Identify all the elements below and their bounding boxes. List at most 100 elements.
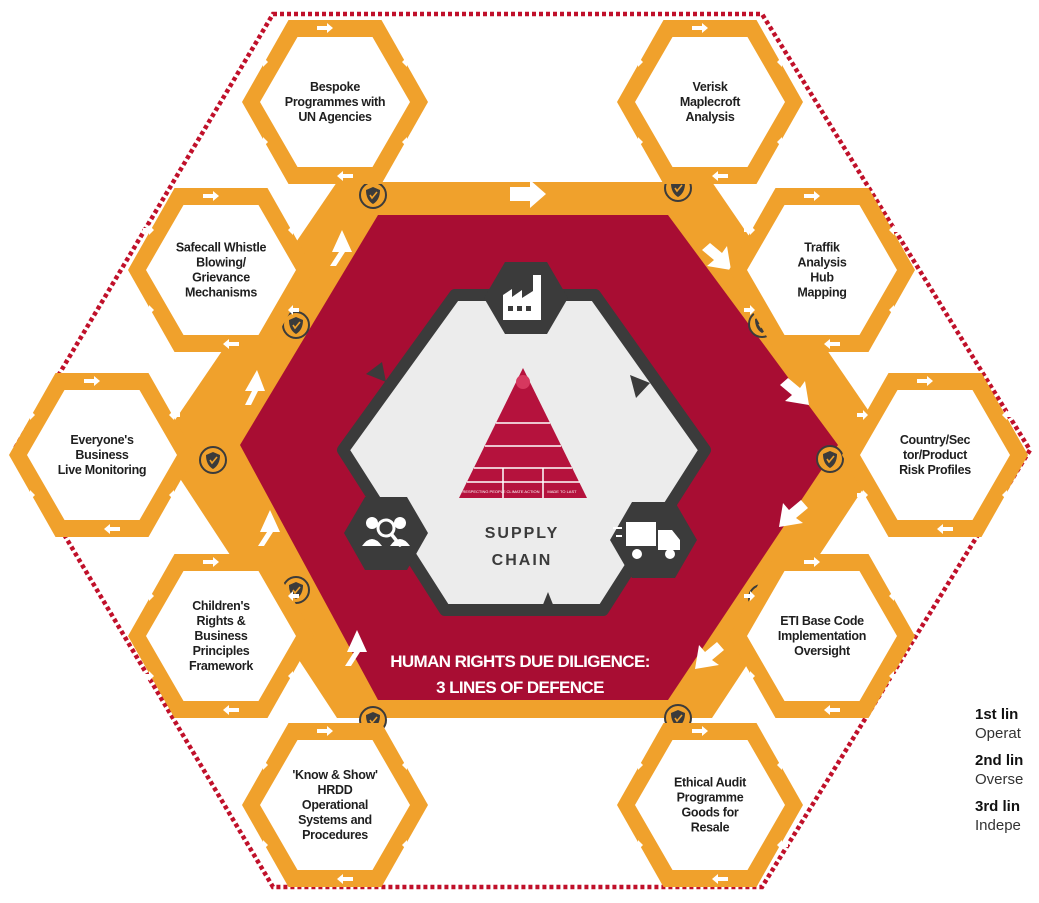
- frame-arrow: [24, 490, 35, 500]
- frame-arrow: [402, 137, 413, 147]
- frame-arrow: [744, 671, 755, 681]
- frame-arrow: [288, 305, 299, 315]
- frame-arrow: [24, 410, 35, 420]
- frame-arrow: [143, 305, 154, 315]
- frame-arrow: [84, 376, 100, 386]
- frame-arrow: [777, 840, 788, 850]
- satellite-body: [146, 571, 296, 701]
- satellite-label-line: Hub: [810, 271, 834, 285]
- satellite-label-line: Everyone's: [70, 433, 134, 447]
- frame-arrow: [143, 225, 154, 235]
- frame-arrow: [1002, 490, 1013, 500]
- frame-arrow: [203, 557, 219, 567]
- cycle-label-line-2: CHAIN: [492, 552, 553, 569]
- pyramid-label-3: MADE TO LAST: [547, 489, 577, 494]
- hrdd-title-line-2: 3 LINES OF DEFENCE: [436, 678, 604, 697]
- frame-arrow: [169, 410, 180, 420]
- frame-arrow: [257, 137, 268, 147]
- ring-arrow-top-right: [702, 243, 731, 270]
- satellite-label-line: Implementation: [778, 629, 866, 643]
- frame-arrow: [257, 57, 268, 67]
- satellite-label-line: Safecall Whistle: [176, 241, 267, 255]
- frame-arrow: [223, 339, 239, 349]
- pyramid-label-2: CLIMATE ACTION: [506, 489, 539, 494]
- satellite-label-line: tor/Product: [903, 448, 968, 462]
- frame-arrow: [804, 557, 820, 567]
- frame-arrow: [712, 874, 728, 884]
- frame-arrow: [257, 760, 268, 770]
- satellite-label-line: Oversight: [794, 644, 851, 658]
- frame-arrow: [777, 57, 788, 67]
- satellite-body: [260, 37, 410, 167]
- frame-arrow: [317, 726, 333, 736]
- satellite-label-line: Operational: [302, 798, 368, 812]
- satellite-body: [260, 740, 410, 870]
- frame-arrow: [143, 591, 154, 601]
- frame-arrow: [917, 376, 933, 386]
- ring-arrow-left-lower: [258, 510, 280, 546]
- frame-arrow: [203, 191, 219, 201]
- legend-subtitle: Operat: [975, 725, 1021, 742]
- satellite-body: [747, 571, 897, 701]
- legend-title: 1st lin: [975, 706, 1019, 723]
- frame-arrow: [777, 760, 788, 770]
- satellite-label-line: Blowing/: [196, 256, 247, 270]
- satellite-label-line: Risk Profiles: [899, 463, 971, 477]
- ring-arrow-left-upper: [245, 370, 265, 405]
- frame-arrow: [402, 840, 413, 850]
- legend-title: 3rd lin: [975, 798, 1021, 815]
- ring-arrow-bottom-left: [345, 630, 367, 666]
- frame-arrow: [337, 874, 353, 884]
- satellite-label-line: HRDD: [318, 783, 353, 797]
- ring-arrow-bottom: [509, 720, 545, 748]
- frame-arrow: [692, 726, 708, 736]
- satellite-label-line: Grievance: [192, 271, 250, 285]
- frame-arrow: [402, 760, 413, 770]
- legend-subtitle: Overse: [975, 771, 1024, 788]
- frame-arrow: [937, 524, 953, 534]
- satellite-body: [635, 740, 785, 870]
- frame-arrow: [889, 591, 900, 601]
- frame-arrow: [857, 490, 868, 500]
- satellite-label-line: Country/Sec: [900, 433, 971, 447]
- satellite-label-line: UN Agencies: [298, 110, 372, 124]
- frame-arrow: [337, 171, 353, 181]
- frame-arrow: [824, 705, 840, 715]
- satellite-label-line: Mapping: [797, 286, 846, 300]
- legend-title: 2nd lin: [975, 752, 1024, 769]
- delivery-truck-icon: [610, 502, 697, 578]
- frame-arrow: [712, 171, 728, 181]
- satellite-label-line: Principles: [193, 644, 250, 658]
- satellite-label-line: Ethical Audit: [674, 776, 747, 790]
- satellite-label-line: Goods for: [681, 806, 738, 820]
- satellite-label-line: Mechanisms: [185, 286, 257, 300]
- ring-arrow-right-lower: [779, 500, 808, 527]
- ring-arrow-right-upper: [780, 378, 809, 405]
- satellite-label-line: Traffik: [804, 241, 840, 255]
- frame-arrow: [889, 671, 900, 681]
- frame-arrow: [317, 23, 333, 33]
- satellite-body: [146, 205, 296, 335]
- frame-arrow: [223, 705, 239, 715]
- people-search-icon: [344, 497, 428, 570]
- satellite-body: [747, 205, 897, 335]
- satellite-label-line: Analysis: [797, 256, 846, 270]
- frame-arrow: [288, 671, 299, 681]
- satellite-body: [635, 37, 785, 167]
- satellite-label-line: Analysis: [685, 110, 734, 124]
- satellite-label-line: Bespoke: [310, 80, 360, 94]
- frame-arrow: [744, 305, 755, 315]
- frame-arrow: [104, 524, 120, 534]
- cycle-arrow-bottom: [540, 592, 556, 612]
- satellite-label-line: ETI Base Code: [780, 614, 864, 628]
- factory-icon: [484, 262, 568, 334]
- satellite-label-line: Procedures: [302, 828, 368, 842]
- frame-arrow: [632, 840, 643, 850]
- satellite-safecall: Safecall WhistleBlowing/GrievanceMechani…: [128, 188, 314, 352]
- frame-arrow: [169, 490, 180, 500]
